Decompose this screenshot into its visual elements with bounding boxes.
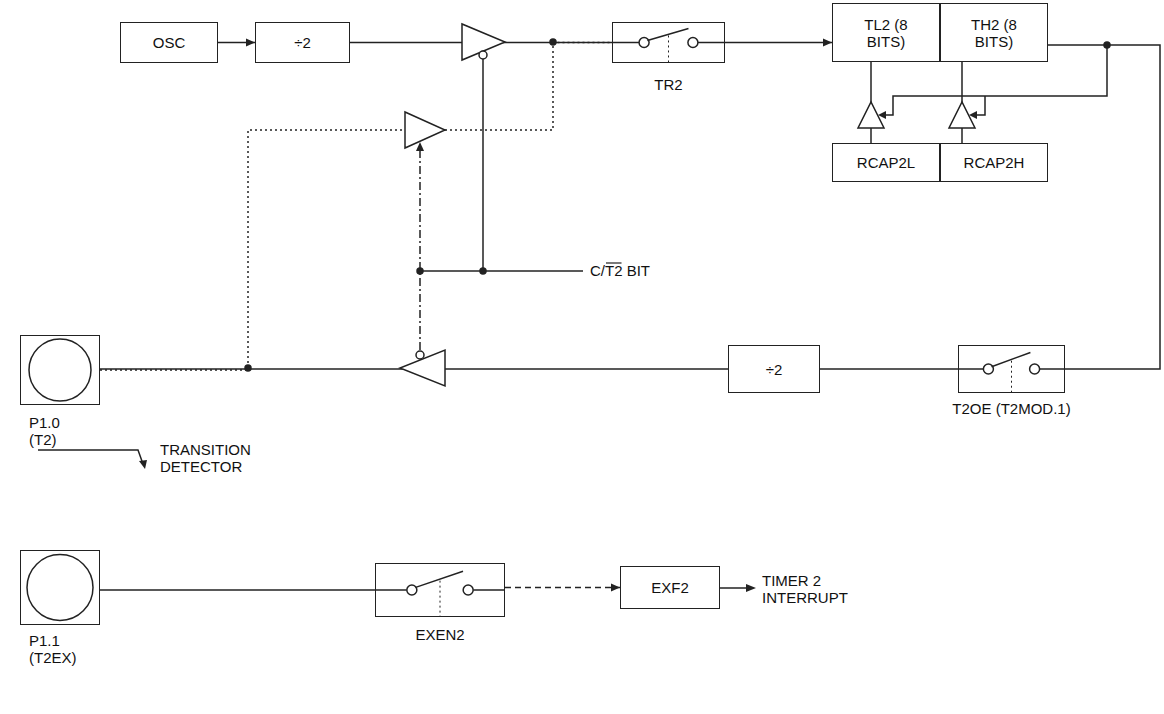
pin-label: P1.1 (T2EX): [29, 632, 87, 666]
switch-symbol: [376, 564, 504, 616]
switch-wire: [959, 368, 984, 370]
buffer-symbol: [858, 102, 884, 128]
junction-dot: [480, 268, 486, 274]
register-box: TL2 (8 BITS): [832, 3, 940, 62]
switch-contact: [983, 364, 993, 374]
switch-contact: [407, 585, 417, 595]
control-wire: [419, 150, 421, 352]
box-label: RCAP2L: [857, 154, 915, 171]
switch-symbol: [959, 346, 1064, 392]
switch-blade: [992, 352, 1031, 366]
switch-label: EXEN2: [415, 626, 464, 643]
control-wire: [482, 59, 484, 271]
switch-label: TR2: [654, 76, 682, 93]
connector: [100, 589, 375, 591]
junction-dot: [550, 39, 556, 45]
switch-label: T2OE (T2MOD.1): [952, 400, 1070, 417]
connector: [1048, 45, 1160, 369]
box-label: EXF2: [651, 579, 689, 596]
pin-circle: [21, 551, 99, 624]
invert-bubble: [416, 351, 424, 359]
box-label: ÷2: [766, 361, 783, 378]
switch-wire: [697, 42, 724, 44]
buffer-symbol: [400, 350, 445, 386]
box-label: ÷2: [294, 34, 311, 51]
buffer-symbol: [462, 24, 505, 60]
register-box: ÷2: [255, 22, 350, 63]
arrowhead: [139, 460, 147, 469]
buffer-symbol: [405, 112, 445, 148]
switch-wire: [473, 589, 504, 591]
pin-label: P1.0 (T2): [29, 414, 87, 448]
buffer-symbol: [949, 102, 975, 128]
invert-bubble: [479, 51, 487, 59]
junction-dot: [417, 268, 423, 274]
register-box: EXF2: [620, 566, 720, 609]
switch-box: TR2: [612, 22, 725, 63]
switch-symbol: [613, 23, 724, 62]
pin-circle: [29, 339, 91, 401]
switch-contact: [688, 38, 698, 48]
switch-blade: [647, 28, 688, 40]
switch-wire: [613, 42, 640, 44]
switch-contact: [463, 585, 473, 595]
switch-contact: [1030, 364, 1040, 374]
interrupt-label: TIMER 2 INTERRUPT: [762, 572, 862, 606]
legend-sample: [38, 450, 143, 464]
connector: [505, 587, 620, 589]
control-wire: [420, 270, 583, 272]
control-wire: [971, 96, 985, 115]
connector: [725, 42, 832, 44]
switch-linkage: [440, 581, 441, 616]
switch-contact: [639, 38, 649, 48]
switch-box: T2OE (T2MOD.1): [958, 345, 1065, 393]
switch-wire: [1039, 368, 1064, 370]
connector: [820, 368, 958, 370]
switch-blade: [416, 571, 463, 587]
connector: [100, 43, 612, 371]
register-box: RCAP2H: [940, 143, 1048, 182]
switch-linkage: [668, 35, 669, 62]
pin-symbol: P1.0 (T2): [20, 335, 100, 405]
pin-circle: [21, 336, 99, 404]
arrowhead: [416, 142, 424, 151]
register-box: TH2 (8 BITS): [940, 3, 1048, 62]
legend-text: TRANSITION DETECTOR: [160, 441, 270, 475]
register-box: OSC: [120, 22, 218, 63]
pin-symbol: P1.1 (T2EX): [20, 550, 100, 625]
signal-label: C/T2 BIT: [590, 262, 650, 279]
junction-dot: [245, 365, 251, 371]
box-label: RCAP2H: [964, 154, 1025, 171]
pin-circle: [27, 555, 93, 621]
arrowhead: [746, 584, 756, 592]
register-box: ÷2: [728, 345, 820, 393]
register-label: TH2 (8 BITS): [959, 16, 1029, 50]
switch-box: EXEN2: [375, 563, 505, 617]
register-box: RCAP2L: [832, 143, 940, 182]
switch-wire: [376, 589, 407, 591]
register-label: TL2 (8 BITS): [851, 16, 921, 50]
box-label: OSC: [153, 34, 186, 51]
switch-linkage: [1011, 361, 1012, 392]
connector: [218, 42, 255, 44]
